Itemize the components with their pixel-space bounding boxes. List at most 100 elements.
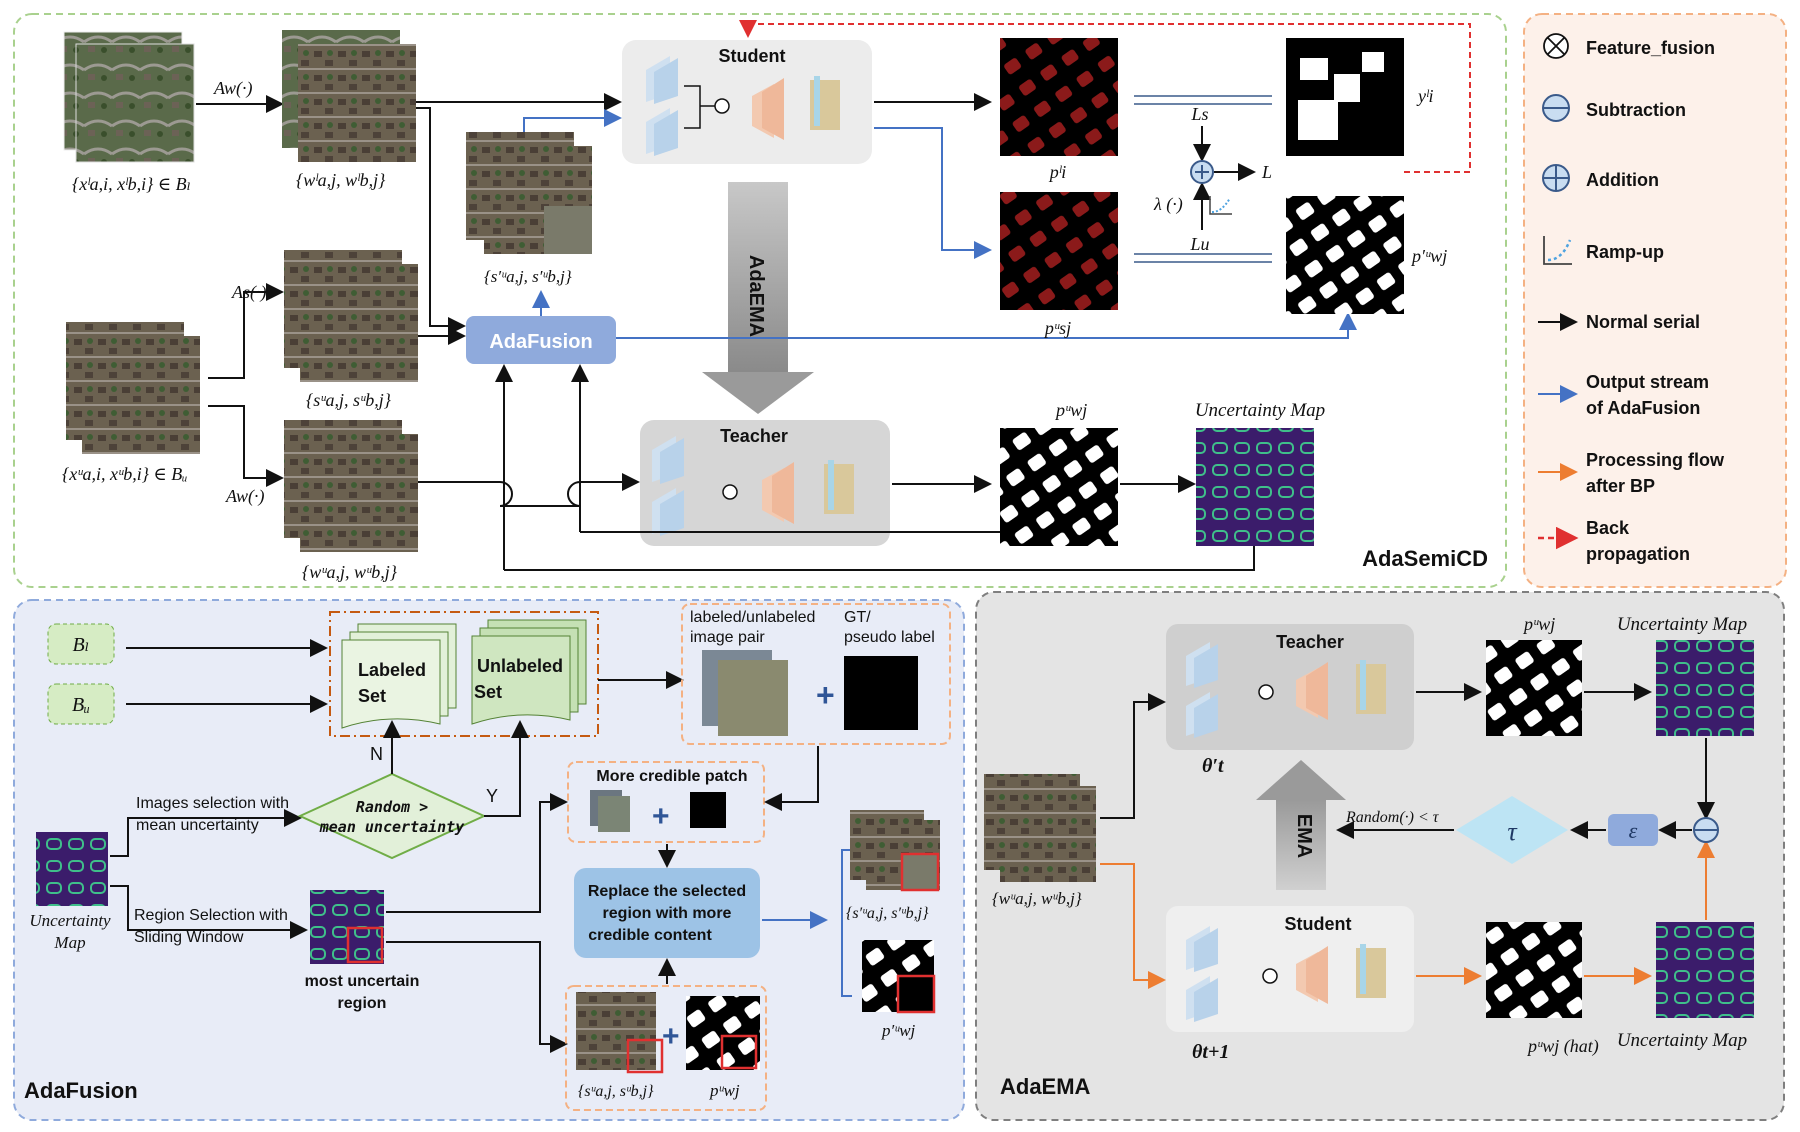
- pw-teacher-prediction: [1000, 428, 1118, 546]
- ps-label: pᵘsj: [1043, 318, 1071, 338]
- unlabeled-input-image: [66, 322, 200, 454]
- pair-label-2: image pair: [690, 629, 765, 646]
- most-uncertain-label-2: region: [338, 995, 387, 1012]
- pl-label: pˡi: [1048, 162, 1066, 182]
- ema-teacher-block: [1166, 624, 1414, 750]
- source-pair-box: [565, 985, 767, 1111]
- legend-back-2: propagation: [1586, 544, 1690, 564]
- labeled-set-stack: [341, 623, 457, 729]
- gt-label-1: GT/: [844, 609, 871, 626]
- unlabeled-input-label: {xᵘa,i, xᵘb,i} ∈ Bᵤ: [62, 464, 188, 484]
- legend-output-stream-2: of AdaFusion: [1586, 398, 1700, 418]
- replace-label-3: credible content: [588, 927, 712, 944]
- adaema-arrow-label: AdaEMA: [745, 255, 767, 337]
- addition-legend-icon: [1542, 164, 1570, 192]
- as-label: As(·): [231, 282, 267, 303]
- plus-icon-3: +: [662, 1020, 680, 1053]
- lu-double-arrow: [1134, 253, 1272, 263]
- student-to-ps-arrow: [874, 127, 992, 259]
- plus-icon-1: +: [816, 677, 835, 713]
- ema-input-to-teacher: [1100, 693, 1166, 819]
- ema-input-to-student: [1100, 863, 1166, 989]
- legend-back-1: Back: [1586, 518, 1630, 538]
- fusion-uncertainty-label-2: Map: [53, 933, 85, 952]
- bu-box: [47, 683, 115, 725]
- region-selection-arrow: [110, 885, 308, 939]
- most-uncertain-label-1: most uncertain: [305, 973, 420, 990]
- adasemicd-title: AdaSemiCD: [1362, 546, 1488, 571]
- random-condition-label: Random(·) < τ: [1345, 809, 1440, 826]
- aw-label-bottom: Aw(·): [225, 486, 265, 507]
- source-pair-label: {sᵘa,j, sᵘb,j}: [578, 1083, 654, 1100]
- labeled-set-label-1: Labeled: [358, 660, 426, 680]
- labeled-set-label-2: Set: [358, 686, 386, 706]
- to-source-pair-arrow: [386, 941, 568, 1053]
- fused-output-mask: [862, 940, 936, 1014]
- credible-patch-label: More credible patch: [596, 768, 747, 785]
- source-pw-mask: [686, 996, 760, 1070]
- ema-uncertainty-label: Uncertainty Map: [1617, 614, 1747, 635]
- ps-prediction-map: [1000, 192, 1118, 310]
- labeled-to-adafusion-arrow: [416, 107, 466, 335]
- bl-label: Bₗ: [72, 634, 89, 656]
- subtraction-icon: [1542, 94, 1570, 122]
- adaema-title: AdaEMA: [1000, 1074, 1091, 1099]
- ema-uncertainty-hat-label: Uncertainty Map: [1617, 1030, 1747, 1051]
- theta-teacher-label: θ′t: [1202, 755, 1225, 777]
- ema-uncertainty-hat-map: [1656, 922, 1754, 1018]
- replace-label-1: Replace the selected: [588, 883, 746, 900]
- feature-fusion-icon: [1543, 33, 1569, 59]
- adafusion-block-label: AdaFusion: [489, 331, 592, 353]
- images-selection-label-2: mean uncertainty: [136, 817, 259, 834]
- plus-icon-2: +: [652, 800, 670, 833]
- ramp-up-icon: [1209, 196, 1232, 215]
- ema-student-block: [1166, 906, 1414, 1032]
- gt-label-thumbnail: [844, 656, 918, 730]
- aw-arrow-bottom: [208, 405, 284, 487]
- legend-normal-serial: Normal serial: [1586, 312, 1700, 332]
- legend-ramp-up: Ramp-up: [1586, 242, 1664, 262]
- weak-unlabeled-image: [284, 420, 418, 552]
- legend-panel: [1523, 13, 1787, 588]
- fused-to-student-arrow: [523, 109, 622, 132]
- most-uncertain-box: [346, 926, 384, 964]
- labeled-input-label: {xˡa,i, xˡb,i} ∈ Bₗ: [72, 174, 191, 194]
- fused-output-image: [850, 810, 940, 892]
- theta-student-label: θt+1: [1192, 1041, 1229, 1063]
- decision-label-2: mean uncertainty: [319, 818, 465, 836]
- ls-double-arrow: [1134, 95, 1272, 105]
- unlabeled-set-stack: [471, 619, 587, 725]
- ema-arrow-label: EMA: [1293, 814, 1315, 858]
- ema-student-network-icon: [1186, 926, 1386, 1022]
- teacher-title: Teacher: [720, 426, 788, 446]
- ema-input-image: [984, 774, 1096, 882]
- strong-unlabeled-image: [284, 250, 418, 382]
- ramp-up-legend-icon: [1543, 236, 1572, 265]
- to-credible-patch-arrow: [386, 793, 568, 913]
- teacher-network-icon: [652, 436, 854, 536]
- fusion-uncertainty-label-1: Uncertainty: [29, 911, 111, 930]
- legend-output-stream-1: Output stream: [1586, 372, 1709, 392]
- ema-phat-map: [1486, 922, 1582, 1018]
- unlabeled-set-label-1: Unlabeled: [477, 656, 563, 676]
- set-selection-box: [329, 611, 599, 737]
- yl-ground-truth-shapes: [1298, 52, 1384, 140]
- ema-uncertainty-map: [1656, 640, 1754, 736]
- student-title: Student: [719, 46, 786, 66]
- aw-label-top: Aw(·): [213, 78, 253, 99]
- gt-label-2: pseudo label: [844, 629, 935, 646]
- weak-to-teacher-arrow: [418, 473, 640, 507]
- ema-teacher-title: Teacher: [1276, 632, 1344, 652]
- pw-label: pᵘwj: [1054, 400, 1087, 420]
- student-network-icon: [646, 56, 840, 156]
- decision-label-1: Random >: [356, 798, 428, 816]
- student-block: [622, 40, 872, 164]
- ls-label: Ls: [1190, 104, 1208, 124]
- yl-label: yˡi: [1416, 86, 1433, 106]
- source-pw-label: pᵘwj: [709, 1081, 740, 1100]
- legend-addition: Addition: [1586, 170, 1659, 190]
- lambda-label: λ (·): [1153, 194, 1183, 215]
- ema-up-arrow: [1256, 760, 1346, 890]
- addition-icon-cross: [1195, 165, 1209, 179]
